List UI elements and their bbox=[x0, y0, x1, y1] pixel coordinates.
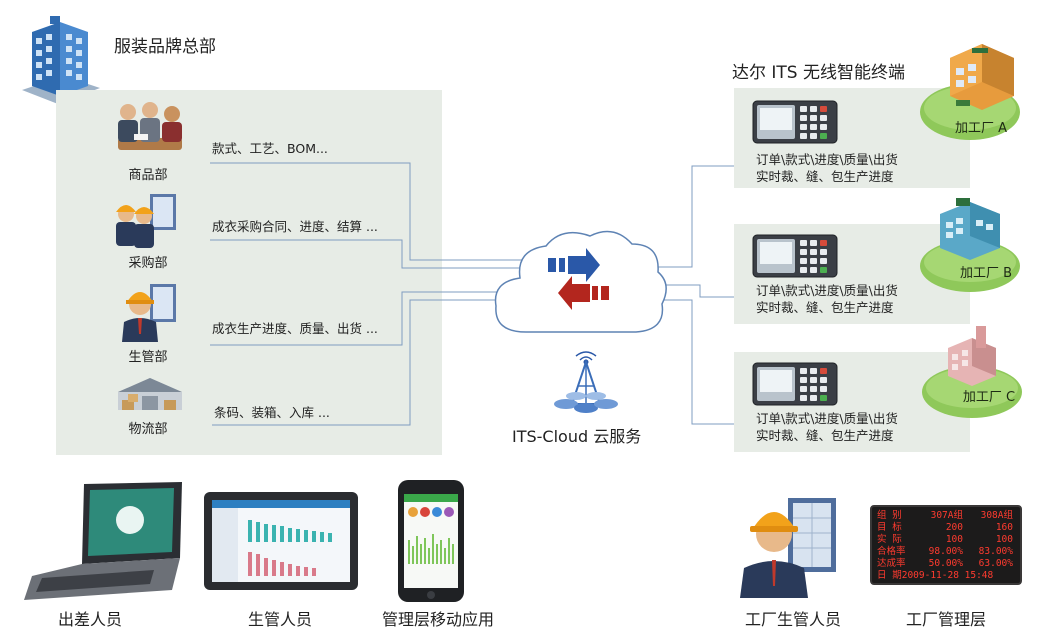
led-cell: 达成率 bbox=[877, 558, 906, 569]
dept-label-logistics: 物流部 bbox=[128, 422, 168, 437]
led-row: 目 标 200 160 bbox=[877, 522, 1015, 534]
led-cell: 100 bbox=[945, 534, 963, 545]
dept-label-product: 商品部 bbox=[128, 168, 168, 183]
antenna-tower-icon bbox=[544, 348, 628, 418]
dept-info-product: 款式、工艺、BOM... bbox=[212, 141, 328, 156]
dept-label-production: 生管部 bbox=[128, 350, 168, 365]
laptop-icon bbox=[22, 478, 186, 602]
led-cell: 98.00% bbox=[928, 546, 963, 557]
dept-label-purchase: 采购部 bbox=[128, 256, 168, 271]
meeting-people-icon bbox=[104, 98, 196, 160]
cloud-icon bbox=[486, 222, 672, 354]
led-cell: 2009-11-28 15:48 bbox=[901, 570, 994, 581]
arrow-outbound-icon bbox=[548, 248, 600, 282]
dept-info-production: 成衣生产进度、质量、出货 ... bbox=[212, 321, 378, 336]
terminal-c-line1: 订单\款式\进度\质量\出货 bbox=[756, 411, 898, 426]
bottom-label-factory-management: 工厂管理层 bbox=[905, 610, 986, 629]
led-cell: 83.00% bbox=[978, 546, 1013, 557]
arrow-inbound-icon bbox=[558, 276, 609, 310]
warehouse-icon bbox=[114, 374, 186, 414]
led-cell: 合格率 bbox=[877, 546, 906, 557]
led-cell: 63.00% bbox=[978, 558, 1013, 569]
tablet-icon bbox=[202, 490, 360, 592]
led-cell: 100 bbox=[995, 534, 1013, 545]
terminal-a-line2: 实时裁、缝、包生产进度 bbox=[756, 169, 894, 184]
led-cell: 160 bbox=[995, 522, 1013, 533]
factory-a-label: 加工厂 A bbox=[954, 121, 1008, 136]
led-cell: 实 际 bbox=[877, 534, 902, 545]
led-cell: 307A组 bbox=[930, 510, 963, 521]
hq-title: 服装品牌总部 bbox=[114, 37, 216, 57]
terminal-b-line1: 订单\款式\进度\质量\出货 bbox=[756, 283, 898, 298]
factory-b-label: 加工厂 B bbox=[959, 266, 1013, 281]
led-cell bbox=[993, 570, 1015, 582]
factory-manager-icon bbox=[738, 488, 838, 598]
terminal-b-line2: 实时裁、缝、包生产进度 bbox=[756, 300, 894, 315]
factory-c-label: 加工厂 C bbox=[962, 390, 1016, 405]
bottom-label-factory-production: 工厂生管人员 bbox=[744, 610, 841, 629]
dept-info-logistics: 条码、装箱、入库 ... bbox=[214, 405, 330, 420]
terminals-title: 达尔 ITS 无线智能终端 bbox=[732, 63, 905, 83]
production-manager-icon bbox=[116, 278, 180, 342]
terminal-a-line1: 订单\款式\进度\质量\出货 bbox=[756, 152, 898, 167]
factory-b-icon bbox=[918, 196, 1022, 292]
factory-a-icon bbox=[918, 34, 1022, 142]
led-rows: 组 别 307A组 308A组目 标 200 160 实 际 100 100 合格率 98.00%… bbox=[877, 510, 1015, 582]
led-cell: 目 标 bbox=[877, 522, 902, 533]
smartphone-icon bbox=[396, 478, 466, 604]
led-cell: 200 bbox=[945, 522, 963, 533]
led-row: 实 际 100 100 bbox=[877, 534, 1015, 546]
cloud-service-label: ITS-Cloud 云服务 bbox=[512, 427, 642, 446]
led-display-board: 组 别 307A组 308A组目 标 200 160 实 际 100 100 合格率 98.00%… bbox=[870, 505, 1022, 585]
its-terminal-device-icon bbox=[752, 234, 838, 278]
purchase-team-icon bbox=[110, 192, 178, 250]
led-row: 合格率 98.00% 83.00% bbox=[877, 546, 1015, 558]
factory-c-icon bbox=[920, 326, 1024, 418]
led-row: 达成率 50.00% 63.00% bbox=[877, 558, 1015, 570]
led-cell: 日 期 bbox=[877, 570, 902, 581]
led-cell: 50.00% bbox=[928, 558, 963, 569]
bottom-label-traveler: 出差人员 bbox=[57, 610, 122, 629]
hq-building-icon bbox=[12, 12, 104, 104]
led-cell: 308A组 bbox=[980, 510, 1013, 521]
led-row: 组 别 307A组 308A组 bbox=[877, 510, 1015, 522]
its-terminal-device-icon bbox=[752, 100, 838, 144]
bottom-label-mobile-app: 管理层移动应用 bbox=[381, 610, 494, 629]
bottom-label-production-staff: 生管人员 bbox=[247, 610, 312, 629]
terminal-c-line2: 实时裁、缝、包生产进度 bbox=[756, 428, 894, 443]
dept-info-purchase: 成衣采购合同、进度、结算 ... bbox=[212, 219, 378, 234]
its-terminal-device-icon bbox=[752, 362, 838, 406]
led-cell: 组 别 bbox=[877, 510, 902, 521]
